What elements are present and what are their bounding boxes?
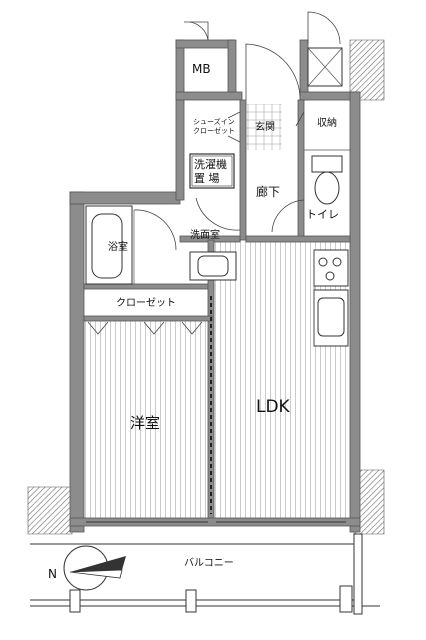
bathtub: [85, 205, 133, 285]
toilet-door: [271, 199, 305, 233]
room-label-washroom: 洗面室: [190, 228, 220, 241]
compass-north-label: N: [48, 567, 57, 581]
room-label-closet: クローゼット: [116, 297, 176, 309]
balcony: [30, 533, 380, 615]
kitchen-sink: [313, 289, 349, 347]
washroom-door: [195, 197, 241, 231]
western-room-floor: [84, 320, 212, 518]
closet-doors: [87, 321, 203, 335]
room-label-hallway: 廊下: [256, 184, 280, 199]
compass: N: [48, 545, 126, 591]
laundry-box: [189, 153, 235, 189]
room-label-genkan: 玄関: [255, 120, 275, 133]
bath-door: [133, 209, 177, 251]
kitchen-stove: [313, 249, 349, 287]
room-label-laundry: 洗濯機置 場: [194, 157, 227, 185]
room-label-balcony: バルコニー: [184, 557, 234, 569]
room-label-shoes-closet: シューズインクローゼット: [193, 117, 235, 135]
entrance-door: [245, 43, 301, 100]
room-label-bath: 浴室: [108, 240, 128, 253]
room-label-western-room: 洋室: [130, 414, 160, 432]
wash-basin: [189, 251, 237, 281]
shoes-closet-door: [227, 111, 241, 143]
room-label-storage: 収納: [317, 116, 337, 129]
pipe-shaft: [307, 11, 343, 87]
genkan-tile: [246, 104, 282, 150]
room-label-ldk: LDK: [256, 397, 291, 417]
storage-door: [295, 111, 305, 127]
mb-door: [184, 21, 209, 41]
room-label-mb: MB: [192, 62, 211, 76]
room-label-toilet: トイレ: [306, 208, 339, 221]
toilet-fixture: [311, 155, 343, 205]
